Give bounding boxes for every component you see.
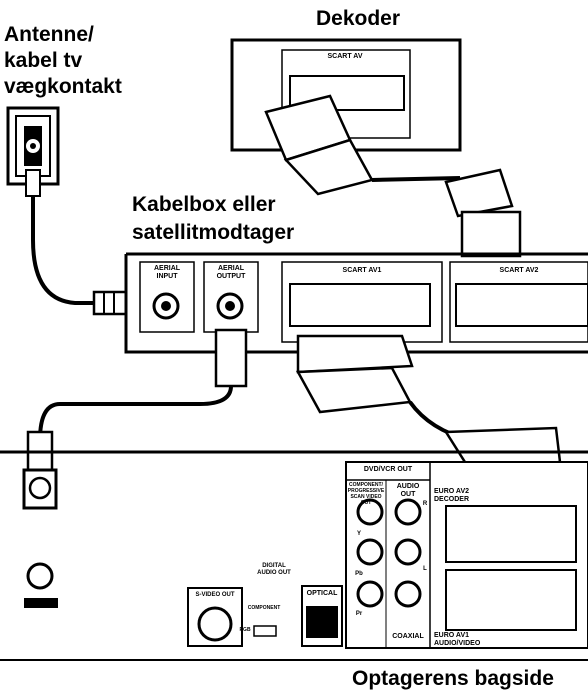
cablebox-label-1: Kabelbox eller [132, 193, 276, 216]
component-out-label: COMPONENT/ PROGRESSIVE SCAN VIDEO OUT [347, 482, 385, 506]
optical-label: OPTICAL [306, 590, 338, 597]
antenna-label-3: vægkontakt [4, 75, 122, 98]
antenna-cable [31, 184, 100, 305]
dvd-vcr-out-label: DVD/VCR OUT [363, 466, 413, 473]
jack-mark-pr: Pr [355, 611, 363, 617]
rca-jacks [356, 498, 422, 608]
aerial-output-label-1: AERIAL [217, 265, 245, 272]
scart-av2-label: SCART AV2 [499, 267, 539, 274]
component-switch-label: COMPONENT [247, 605, 281, 611]
svideo-out-label: S-VIDEO OUT [195, 592, 235, 598]
aerial-input-label-1: AERIAL [153, 265, 181, 272]
decoder-scart-label: SCART AV [327, 53, 363, 60]
recorder-back-panel [0, 450, 588, 661]
scart-av1-label: SCART AV1 [342, 267, 382, 274]
aerial-input-label-2: INPUT [156, 273, 178, 280]
jack-mark-y: Y [356, 531, 361, 537]
euro-av1-label-1: EURO AV1 [434, 632, 470, 639]
decoder-scart-plug [264, 94, 461, 196]
cablebox-panel [124, 252, 588, 354]
euro-av1-label-2: AUDIO/VIDEO [434, 640, 481, 647]
recorder-back-label: Optagerens bagside [352, 667, 554, 690]
euro-av2-label-1: EURO AV2 [434, 488, 470, 495]
antenna-label-2: kabel tv [4, 49, 83, 72]
digital-audio-out-label-2: AUDIO OUT [257, 570, 291, 576]
audio-out-label-1: AUDIO [396, 483, 420, 490]
antenna-label-1: Antenne/ [4, 23, 94, 46]
jack-mark-l: L [423, 566, 427, 572]
digital-audio-out-label-1: DIGITAL [262, 563, 286, 569]
coaxial-label: COAXIAL [392, 633, 424, 640]
euro-av2-label-2: DECODER [434, 496, 470, 503]
audio-out-label-2: OUT [400, 491, 416, 498]
rgb-switch-label: RGB [239, 627, 251, 633]
decoder-label: Dekoder [316, 7, 401, 30]
jack-mark-r: R [422, 501, 428, 507]
cablebox-av2-scart-plug [444, 168, 522, 258]
jack-mark-pb: Pb [355, 571, 363, 577]
aerial-output-label-2: OUTPUT [216, 273, 246, 280]
cablebox-label-2: satellitmodtager [132, 221, 295, 244]
output-coax-cable [22, 328, 248, 510]
